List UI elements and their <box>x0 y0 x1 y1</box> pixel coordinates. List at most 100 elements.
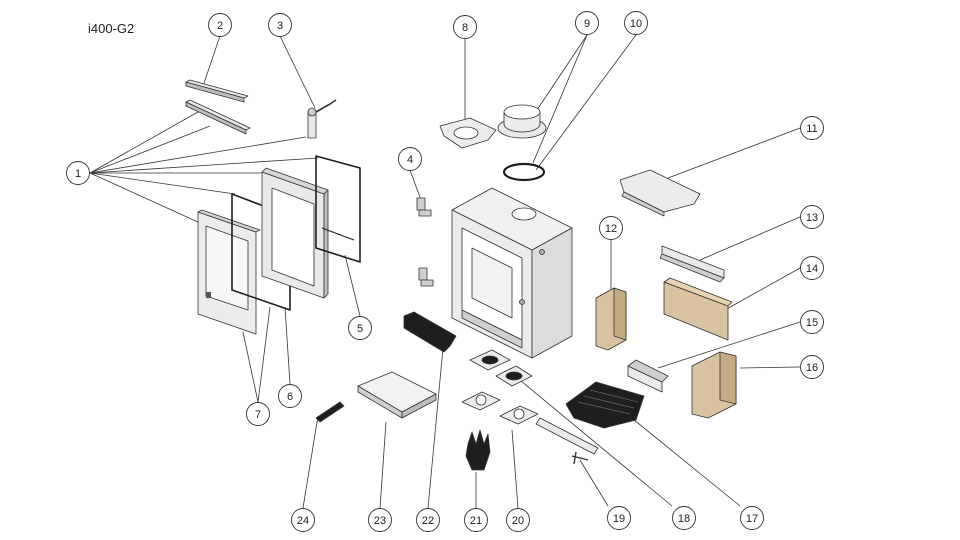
callout-label: 19 <box>613 513 625 525</box>
part-log-guard <box>403 311 457 353</box>
callout-circle <box>607 506 631 530</box>
callout-label: 13 <box>806 212 818 224</box>
callout-1: 1 <box>66 161 90 185</box>
callout-label: 23 <box>374 515 386 527</box>
callout-13: 13 <box>800 205 824 229</box>
part-ash-pan <box>357 371 437 419</box>
callout-7: 7 <box>246 402 270 426</box>
callout-21: 21 <box>464 508 488 532</box>
callout-label: 14 <box>806 263 818 275</box>
callout-label: 5 <box>357 323 363 335</box>
part-door-lever <box>307 99 337 139</box>
part-tool <box>315 401 345 423</box>
part-baffle <box>619 169 701 217</box>
part-door-seal <box>315 155 361 263</box>
callout-11: 11 <box>800 116 824 140</box>
callout-18: 18 <box>672 506 696 530</box>
parts <box>185 79 737 471</box>
callout-24: 24 <box>291 508 315 532</box>
part-door-frame <box>261 167 329 299</box>
callout-label: 12 <box>605 223 617 235</box>
callout-17: 17 <box>740 506 764 530</box>
callout-6: 6 <box>278 384 302 408</box>
callout-circle <box>208 13 232 37</box>
callout-3: 3 <box>268 13 292 37</box>
part-side-brick-right <box>691 351 737 419</box>
callout-14: 14 <box>800 256 824 280</box>
part-stove-body <box>451 187 573 359</box>
callout-label: 24 <box>297 515 309 527</box>
callout-circle <box>800 355 824 379</box>
callout-label: 11 <box>806 123 817 135</box>
callout-label: 16 <box>806 362 818 374</box>
callout-12: 12 <box>599 216 623 240</box>
callout-circle <box>416 508 440 532</box>
callout-label: 6 <box>287 391 293 403</box>
leader-lines <box>89 34 801 509</box>
callout-circle <box>398 147 422 171</box>
part-air-vents <box>461 391 539 425</box>
callout-label: 18 <box>678 513 690 525</box>
callout-circle <box>368 508 392 532</box>
callout-10: 10 <box>624 11 648 35</box>
callout-22: 22 <box>416 508 440 532</box>
callout-label: 21 <box>470 515 482 527</box>
part-riddling-bar <box>535 417 599 465</box>
callout-circle <box>278 384 302 408</box>
part-side-brick-left <box>595 287 627 351</box>
callout-2: 2 <box>208 13 232 37</box>
callout-circle <box>348 316 372 340</box>
callout-circle <box>624 11 648 35</box>
callout-circle <box>672 506 696 530</box>
callout-label: 4 <box>407 154 413 166</box>
callout-label: 3 <box>277 20 283 32</box>
part-glove <box>465 429 491 471</box>
callout-label: 8 <box>462 22 468 34</box>
callout-19: 19 <box>607 506 631 530</box>
part-flue-collar <box>497 104 547 139</box>
callout-circle <box>246 402 270 426</box>
callout-20: 20 <box>506 508 530 532</box>
callout-circle <box>66 161 90 185</box>
callout-label: 10 <box>630 18 642 30</box>
part-grate <box>565 381 645 429</box>
callout-9: 9 <box>575 11 599 35</box>
callout-label: 9 <box>584 18 590 30</box>
callout-circle <box>453 15 477 39</box>
callout-15: 15 <box>800 310 824 334</box>
callout-circle <box>740 506 764 530</box>
callout-5: 5 <box>348 316 372 340</box>
callout-label: 20 <box>512 515 524 527</box>
callout-16: 16 <box>800 355 824 379</box>
callout-circle <box>599 216 623 240</box>
part-flue-gasket <box>502 162 546 182</box>
model-title: i400-G2 <box>88 21 135 36</box>
part-grate-rail <box>627 359 669 393</box>
callout-circle <box>268 13 292 37</box>
part-back-brick <box>663 277 733 341</box>
callout-circle <box>291 508 315 532</box>
callout-label: 7 <box>255 409 261 421</box>
callout-label: 17 <box>746 513 758 525</box>
part-flue-plate <box>439 117 497 149</box>
part-spigot-plate <box>469 349 533 387</box>
callout-circle <box>506 508 530 532</box>
callout-circle <box>464 508 488 532</box>
callout-8: 8 <box>453 15 477 39</box>
callout-label: 1 <box>75 168 81 180</box>
callout-4: 4 <box>398 147 422 171</box>
callout-label: 2 <box>217 20 223 32</box>
part-glass-panel <box>197 209 261 335</box>
part-brick-bracket <box>659 245 725 283</box>
callout-23: 23 <box>368 508 392 532</box>
callout-circle <box>800 205 824 229</box>
part-hinges <box>416 197 434 287</box>
callout-circle <box>575 11 599 35</box>
callout-label: 22 <box>422 515 434 527</box>
callout-circle <box>800 310 824 334</box>
callout-circle <box>800 256 824 280</box>
callout-label: 15 <box>806 317 818 329</box>
